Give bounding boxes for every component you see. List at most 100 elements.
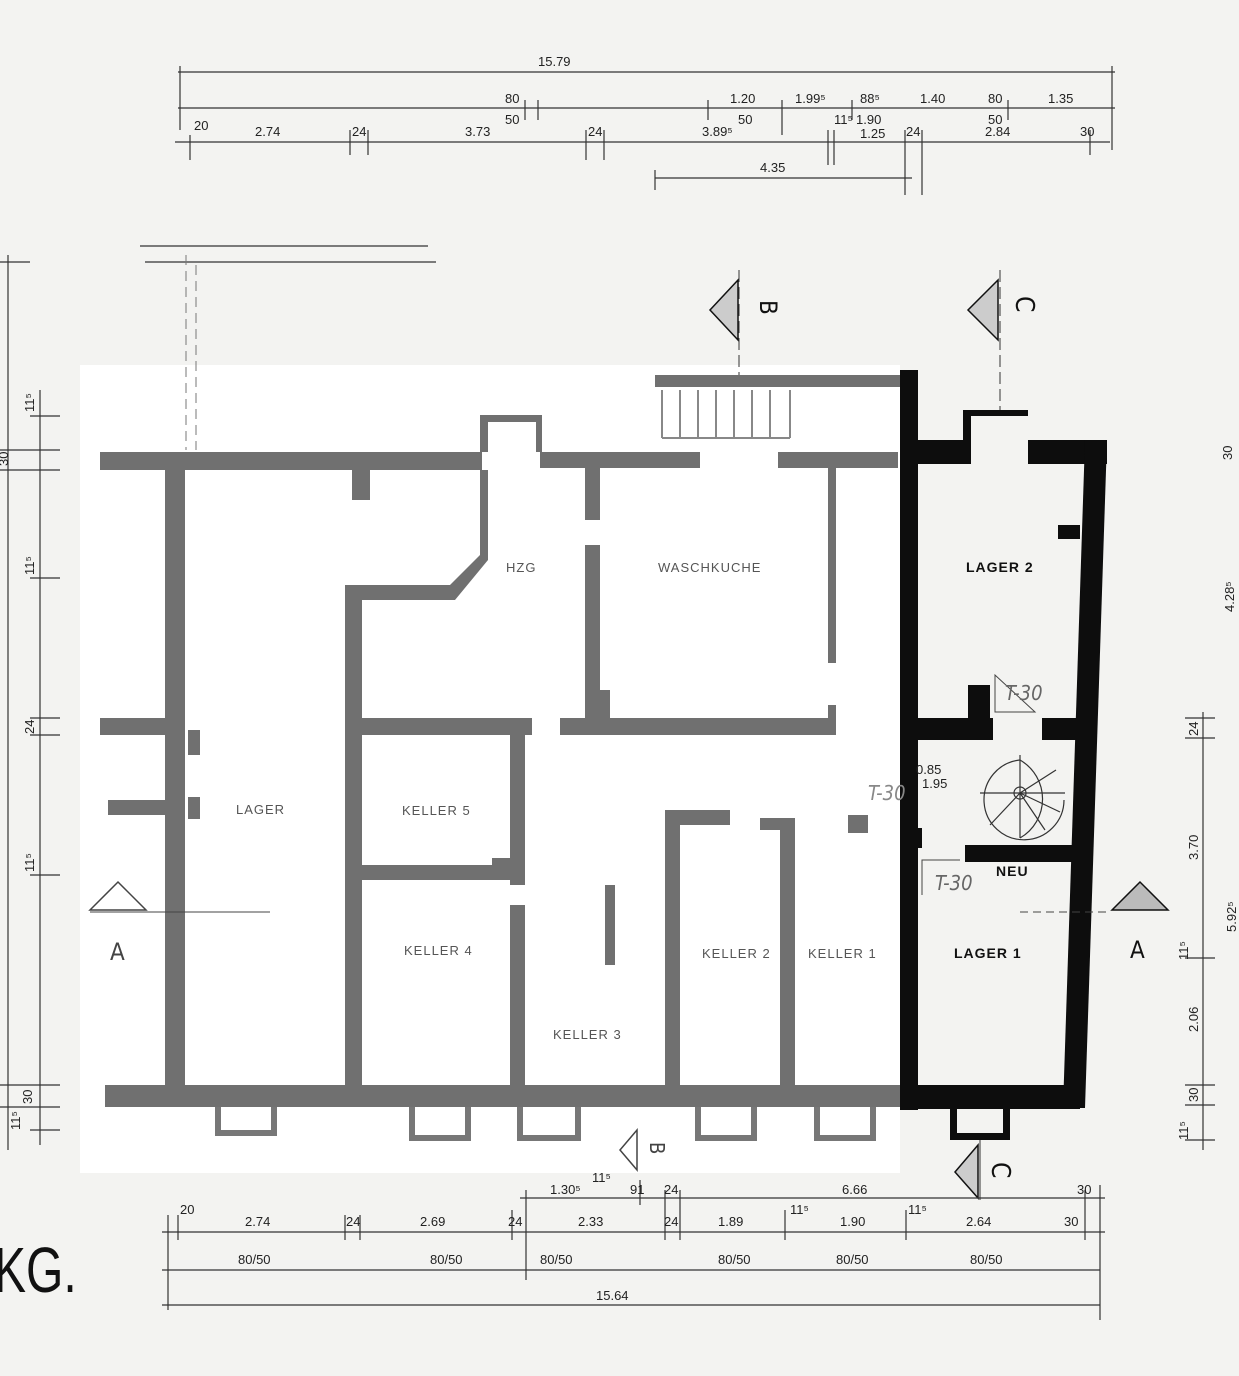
room-label-keller3: KELLER 3 — [553, 1027, 622, 1042]
room-label-keller4: KELLER 4 — [404, 943, 473, 958]
section-marker-b-bottom: B — [619, 1127, 669, 1173]
annotation-neu: NEU — [996, 863, 1029, 879]
section-marker-a-right: A — [1020, 880, 1170, 964]
dim-label: 91 — [630, 1182, 644, 1197]
bottom-dimensions: 1.30⁵ 11⁵ 91 24 6.66 30 20 2.74 24 2.69 … — [162, 1170, 1105, 1320]
section-marker-c-bottom: C — [954, 1140, 1015, 1200]
room-label-keller1: KELLER 1 — [808, 946, 877, 961]
dim-label: 3.70 — [1186, 835, 1201, 860]
dim-label: 30 — [1220, 446, 1235, 460]
door-rating-lower: T-30 — [935, 871, 973, 895]
dim-label: 30 — [0, 452, 11, 466]
dim-label: 80/50 — [836, 1252, 869, 1267]
door-height: 1.95 — [922, 776, 947, 791]
dim-label: 1.30⁵ — [550, 1182, 581, 1197]
dim-label: 3.89⁵ — [702, 124, 733, 139]
dim-label: 2.84 — [985, 124, 1010, 139]
dim-label: 50 — [738, 112, 752, 127]
section-marker-a-left: A — [88, 880, 270, 966]
door-rating-middle: T-30 — [868, 781, 906, 805]
section-label: C — [1009, 296, 1039, 312]
room-label-lager1: LAGER 1 — [954, 945, 1022, 961]
room-label-hzg: HZG — [506, 560, 536, 575]
dim-label: 80/50 — [430, 1252, 463, 1267]
dim-label: 24 — [664, 1214, 678, 1229]
room-label-lager: LAGER — [236, 802, 285, 817]
dim-label: 2.33 — [578, 1214, 603, 1229]
room-label-keller2: KELLER 2 — [702, 946, 771, 961]
dim-label: 24 — [1186, 722, 1201, 736]
dim-label: 1.20 — [730, 91, 755, 106]
dim-label: 80/50 — [970, 1252, 1003, 1267]
door-width: 0.85 — [916, 762, 941, 777]
section-label: C — [985, 1162, 1015, 1178]
dim-label: 1.90 — [840, 1214, 865, 1229]
dim-label: 30 — [1080, 124, 1094, 139]
room-label-lager2: LAGER 2 — [966, 559, 1034, 575]
dim-label: 11⁵ — [592, 1170, 611, 1185]
dim-label: 50 — [988, 112, 1002, 127]
dim-label: 80/50 — [718, 1252, 751, 1267]
right-dimensions: 30 4.28⁵ 24 3.70 11⁵ 2.06 30 11⁵ 5.92⁵ — [1176, 446, 1239, 1150]
section-label: B — [754, 300, 782, 315]
dim-label: 24 — [352, 124, 366, 139]
room-label-keller5: KELLER 5 — [402, 803, 471, 818]
dim-label: 24 — [588, 124, 602, 139]
dim-label: 2.69 — [420, 1214, 445, 1229]
section-marker-c-top: C — [966, 270, 1039, 410]
dim-label: 80/50 — [540, 1252, 573, 1267]
dim-label: 24 — [346, 1214, 360, 1229]
dim-label: 24 — [508, 1214, 522, 1229]
left-dimensions: 11⁵ 30 11⁵ 24 11⁵ 30 11⁵ — [0, 255, 60, 1150]
dim-label: 24 — [906, 124, 920, 139]
dim-label: 1.99⁵ — [795, 91, 826, 106]
dim-label: 1.35 — [1048, 91, 1073, 106]
dim-label: 1.89 — [718, 1214, 743, 1229]
dim-overall-top: 15.79 — [538, 54, 571, 69]
dim-label: 2.74 — [255, 124, 280, 139]
dim-label: 1.40 — [920, 91, 945, 106]
dim-label: 4.35 — [760, 160, 785, 175]
dim-label: 2.06 — [1186, 1007, 1201, 1032]
dim-label: 11⁵ — [834, 112, 853, 127]
dim-label: 11⁵ — [1176, 1121, 1191, 1140]
dim-label: 30 — [20, 1090, 35, 1104]
spiral-stair — [980, 755, 1065, 841]
dim-label: 50 — [505, 112, 519, 127]
dim-label: 11⁵ — [8, 1111, 23, 1130]
dim-label: 80 — [505, 91, 519, 106]
dim-label: 11⁵ — [790, 1202, 809, 1217]
walls-existing — [100, 375, 900, 1141]
dim-label: 4.28⁵ — [1222, 581, 1237, 612]
plan-title: KG. — [0, 1234, 77, 1305]
section-label: B — [645, 1142, 669, 1154]
dim-label: 6.66 — [842, 1182, 867, 1197]
dim-label: 24 — [22, 720, 37, 734]
dim-label: 11⁵ — [22, 556, 37, 575]
dim-label: 2.74 — [245, 1214, 270, 1229]
dim-label: 88⁵ — [860, 91, 880, 106]
dim-label: 11⁵ — [1176, 941, 1191, 960]
dim-label: 80 — [988, 91, 1002, 106]
dim-overall-bottom: 15.64 — [596, 1288, 629, 1303]
dim-label: 30 — [1064, 1214, 1078, 1229]
dim-label: 30 — [1186, 1088, 1201, 1102]
dim-label: 80/50 — [238, 1252, 271, 1267]
dim-label: 30 — [1077, 1182, 1091, 1197]
door-rating-upper: T-30 — [1005, 681, 1043, 705]
dim-label: 20 — [180, 1202, 194, 1217]
top-dimensions: 15.79 80 50 1.20 50 1.99⁵ 88⁵ 1.40 80 50… — [175, 54, 1115, 195]
dim-label: 5.92⁵ — [1224, 901, 1239, 932]
dim-label: 11⁵ — [908, 1202, 927, 1217]
plan-background — [80, 365, 900, 1173]
dim-label: 2.64 — [966, 1214, 991, 1229]
dim-label: 11⁵ — [22, 853, 37, 872]
section-label: A — [110, 938, 125, 966]
dim-label: 1.25 — [860, 126, 885, 141]
dim-label: 1.90 — [856, 112, 881, 127]
room-label-waschkueche: WASCHKUCHE — [658, 560, 761, 575]
dim-label: 20 — [194, 118, 208, 133]
walls-new — [900, 370, 1107, 1140]
section-marker-b-top: B — [708, 270, 782, 375]
